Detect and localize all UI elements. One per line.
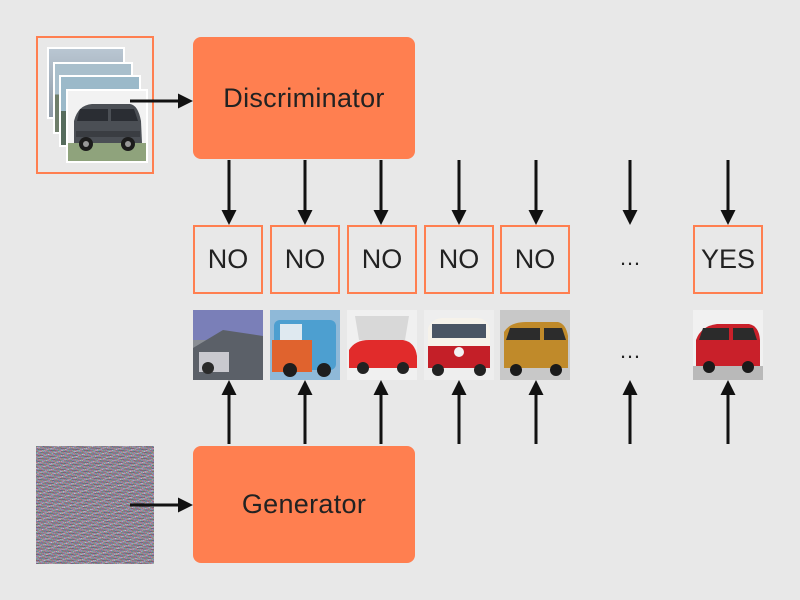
verdict-box-5: NO — [500, 225, 570, 294]
generated-thumbnail-5 — [500, 310, 570, 380]
verdict-label: NO — [438, 244, 480, 274]
thumbnail-ellipsis-text: … — [619, 338, 641, 363]
verdict-box-yes: YES — [693, 225, 763, 294]
generated-thumbnail-3 — [347, 310, 417, 380]
generated-thumbnail-2 — [270, 310, 340, 380]
verdict-ellipsis: … — [615, 245, 645, 271]
generated-thumbnail-4 — [424, 310, 494, 380]
generator-block: Generator — [193, 446, 415, 563]
discriminator-label: Discriminator — [223, 82, 385, 113]
generated-thumbnail-1 — [193, 310, 263, 380]
generated-thumbnail-6 — [693, 310, 763, 380]
verdict-ellipsis-text: … — [619, 245, 641, 270]
generator-label: Generator — [241, 489, 367, 519]
verdict-label: NO — [361, 244, 403, 274]
discriminator-block: Discriminator — [193, 37, 415, 159]
grey-van-photo — [68, 91, 146, 161]
verdict-box-2: NO — [270, 225, 340, 294]
verdict-box-4: NO — [424, 225, 494, 294]
verdict-label: NO — [514, 244, 556, 274]
verdict-box-1: NO — [193, 225, 263, 294]
verdict-label: NO — [284, 244, 326, 274]
verdict-box-3: NO — [347, 225, 417, 294]
verdict-label: NO — [207, 244, 249, 274]
verdict-label: YES — [700, 244, 756, 274]
thumbnail-ellipsis: … — [615, 338, 645, 364]
real-images-frame — [36, 36, 154, 174]
